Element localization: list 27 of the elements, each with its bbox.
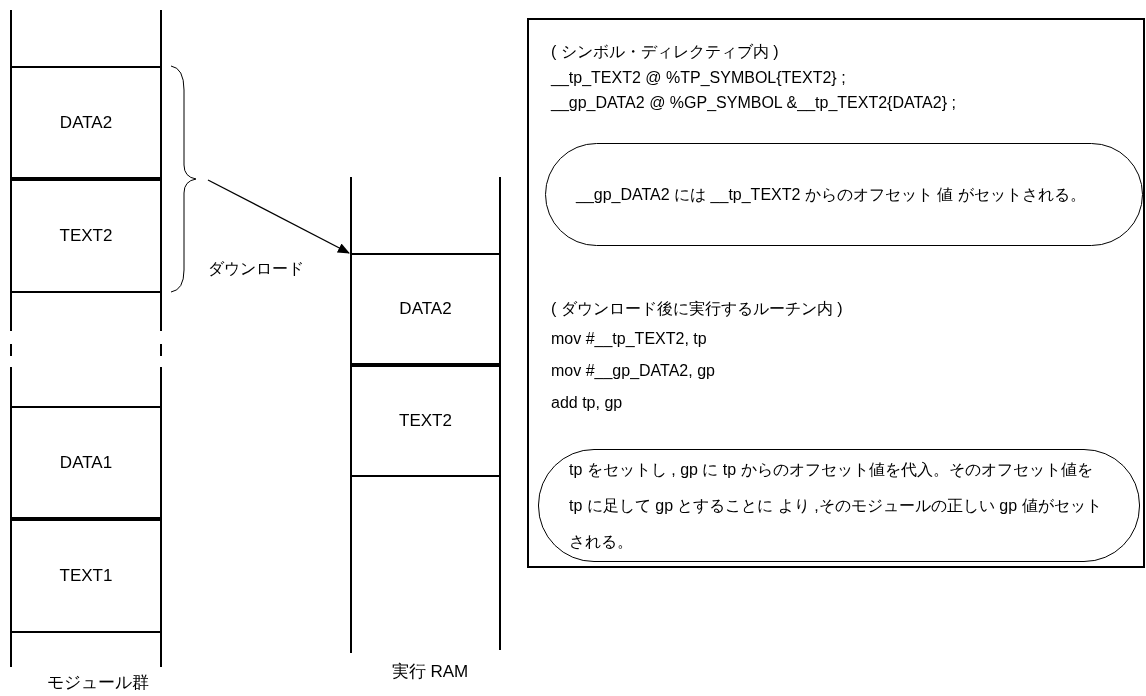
column-caption: 実行 RAM <box>390 661 470 683</box>
memory-section <box>351 253 500 365</box>
code-line: mov #__gp_DATA2, gp <box>551 361 715 381</box>
memory-section <box>11 66 161 179</box>
note-panel <box>527 18 1145 568</box>
section-label: DATA2 <box>59 111 113 134</box>
section-label: TEXT2 <box>59 225 113 248</box>
callout-text: __gp_DATA2 には __tp_TEXT2 からのオフセット 値 がセットされる。 <box>576 184 1086 206</box>
section-label: DATA1 <box>59 451 113 474</box>
memory-section <box>351 365 500 477</box>
memory-section <box>11 179 161 293</box>
memory-section <box>11 406 161 519</box>
code-line: __gp_DATA2 @ %GP_SYMBOL &__tp_TEXT2{DATA2} ; <box>551 93 956 113</box>
section-label: DATA2 <box>399 298 452 321</box>
section-label: TEXT2 <box>399 410 452 433</box>
code-line: __tp_TEXT2 @ %TP_SYMBOL{TEXT2} ; <box>551 68 846 88</box>
section-label: TEXT1 <box>59 565 113 588</box>
code-line: add tp, gp <box>551 393 623 413</box>
code-line: mov #__tp_TEXT2, tp <box>551 329 707 349</box>
column-caption: モジュール群 <box>46 672 150 694</box>
callout-text: tp をセットし , gp に tp からのオフセット値を代入。そのオフセット値を tp に足して gp とすることに より ,そのモジュールの正しい gp 値がセットされる。 <box>569 459 1103 552</box>
rounded-callout <box>538 449 1140 562</box>
section-heading: ( シンボル・ディレクティブ内 ) <box>551 42 779 62</box>
memory-section <box>11 519 161 633</box>
section-heading: ( ダウンロード後に実行するルーチン内 ) <box>551 299 843 319</box>
arrow <box>207 179 350 254</box>
rounded-callout <box>545 143 1143 246</box>
